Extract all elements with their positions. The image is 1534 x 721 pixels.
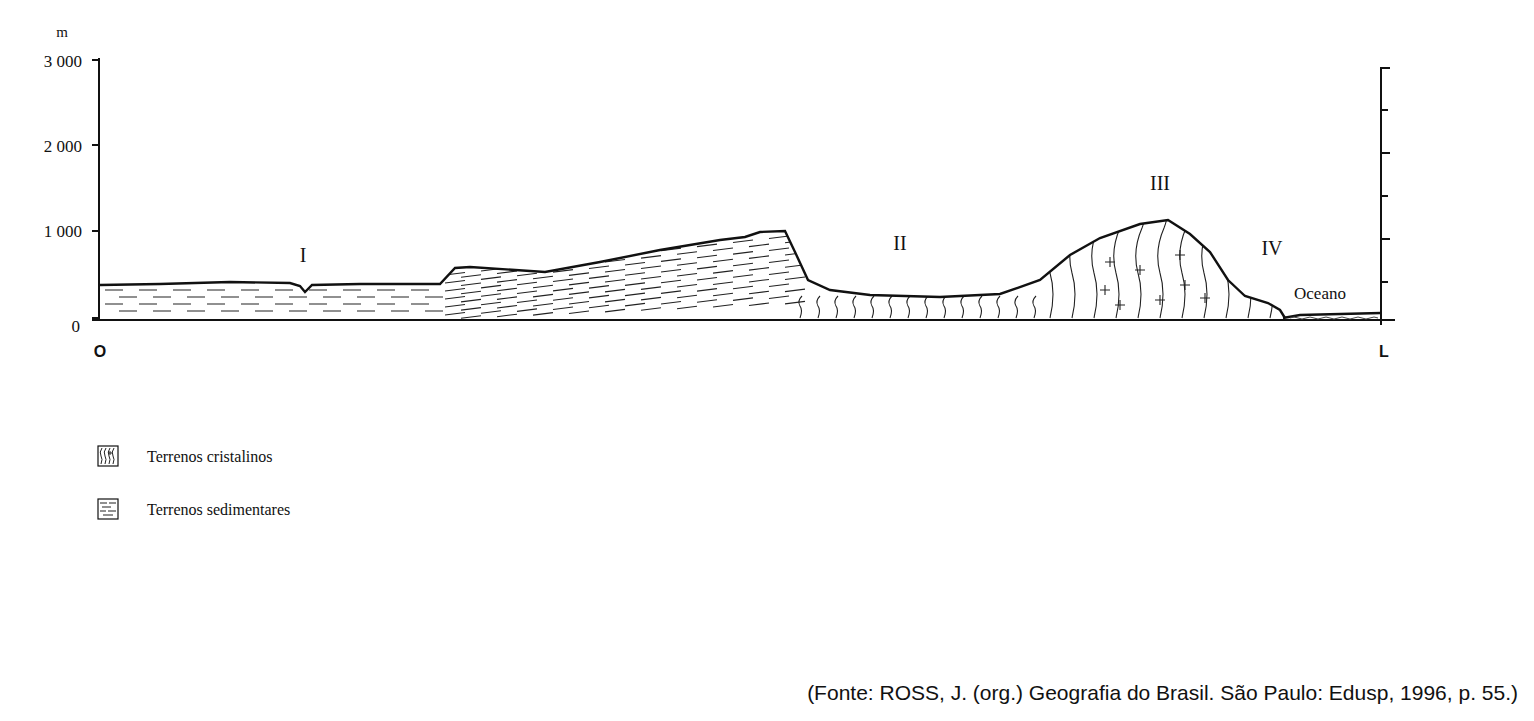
direction-label: O xyxy=(94,344,106,360)
axis-tick-label: 2 000 xyxy=(44,138,82,155)
direction-label: L xyxy=(1379,344,1389,360)
axis-unit: m xyxy=(56,25,68,40)
source-caption: (Fonte: ROSS, J. (org.) Geografia do Bra… xyxy=(807,682,1518,703)
ocean-surface xyxy=(1283,313,1381,318)
axis-tick-label: 0 xyxy=(72,318,81,335)
axis xyxy=(92,58,1395,325)
legend-swatch xyxy=(97,498,119,520)
relief-unit-number: IV xyxy=(1261,238,1282,258)
ocean-waves xyxy=(1290,317,1378,319)
axis-tick-label: 3 000 xyxy=(44,53,82,70)
legend-text: Terrenos sedimentares xyxy=(147,502,290,518)
legend-swatch xyxy=(97,445,119,467)
relief-unit-number: II xyxy=(893,233,906,253)
rock-hatching xyxy=(105,198,1278,318)
relief-unit-number: III xyxy=(1150,173,1170,193)
ocean-label: Oceano xyxy=(1294,285,1346,302)
axis-tick-label: 1 000 xyxy=(44,223,82,240)
legend-text: Terrenos cristalinos xyxy=(147,449,273,465)
relief-profile xyxy=(100,220,1285,318)
relief-unit-number: I xyxy=(300,245,307,265)
